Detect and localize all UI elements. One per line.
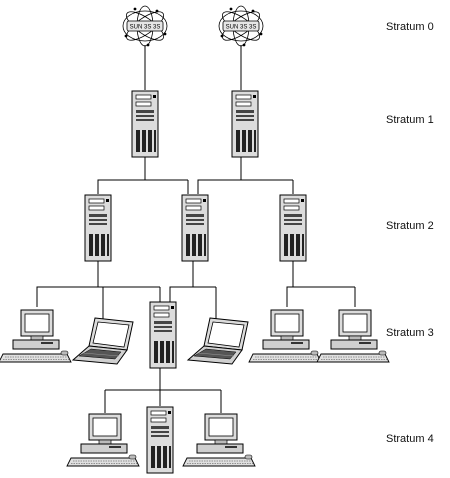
stratum3-desktop-3	[316, 309, 390, 363]
stratum1-server-1	[131, 90, 159, 158]
stratum3-desktop-2	[248, 309, 322, 363]
stratum3-laptop-2	[187, 317, 249, 365]
clock-label: SUN 3S 3S	[226, 25, 257, 31]
stratum-3-label: Stratum 3	[386, 327, 434, 339]
stratum2-server-2	[181, 194, 209, 262]
stratum-4-label: Stratum 4	[386, 433, 434, 445]
stratum4-desktop-2	[182, 413, 256, 467]
stratum-2-label: Stratum 2	[386, 220, 434, 232]
stratum2-server-3	[279, 194, 307, 262]
stratum-0-label: Stratum 0	[386, 21, 434, 33]
clock-label: SUN 3S 3S	[130, 25, 161, 31]
stratum4-server	[146, 406, 174, 474]
stratum-1-label: Stratum 1	[386, 114, 434, 126]
stratum3-server	[149, 301, 177, 369]
stratum3-laptop-1	[72, 317, 134, 365]
stratum4-desktop-1	[66, 413, 140, 467]
reference-clock-2: SUN 3S 3S	[217, 5, 265, 47]
stratum2-server-1	[84, 194, 112, 262]
stratum3-desktop-1	[0, 309, 72, 363]
stratum1-server-2	[231, 90, 259, 158]
reference-clock-1: SUN 3S 3S	[121, 5, 169, 47]
connection-lines	[36, 45, 356, 413]
